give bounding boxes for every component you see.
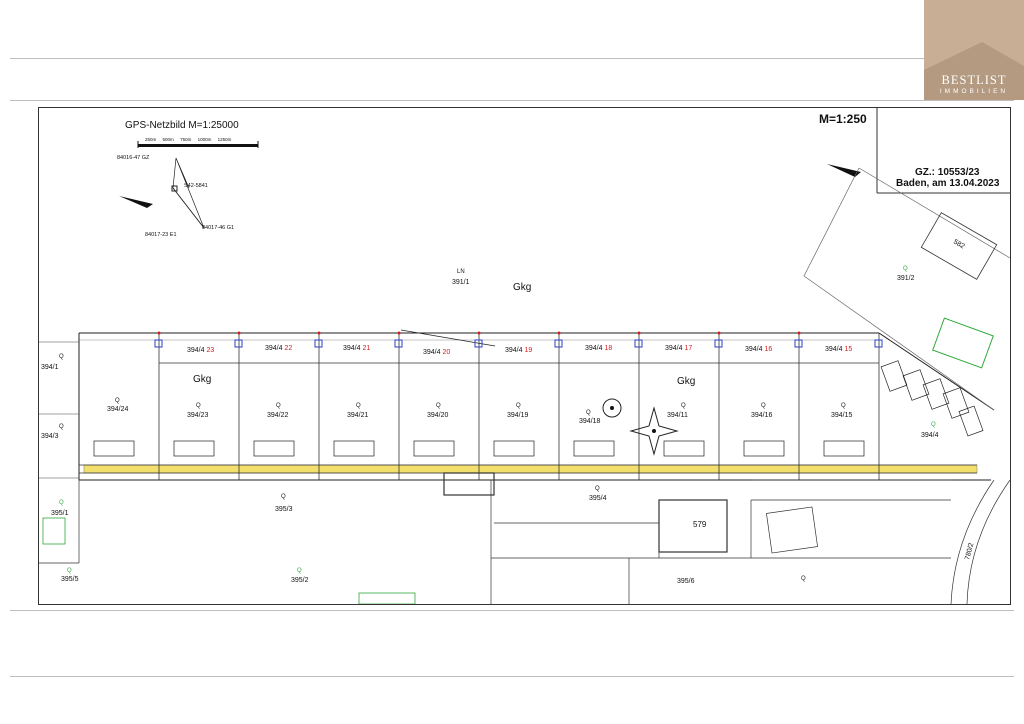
lot-5-number: 394/19 — [507, 412, 529, 419]
tree-symbol-395-2: Q — [297, 568, 302, 574]
parcel-394-3: 394/3 — [41, 433, 59, 440]
parcel-395-2: 395/2 — [291, 577, 309, 584]
gps-scale-bar-labels: 250m 500m 750m 1000m 1250m — [145, 137, 231, 142]
tree-symbol-394-3: Q — [59, 424, 64, 430]
logo-roof-icon — [924, 42, 1024, 100]
lot-394-24: 394/24 — [107, 406, 129, 413]
place-date: Baden, am 13.04.2023 — [896, 178, 1000, 189]
lot-8-tree-symbol: Q — [761, 403, 766, 409]
parcel-579: 579 — [693, 520, 707, 529]
tree-symbol-395-3: Q — [281, 494, 286, 500]
lot-7-number: 394/11 — [667, 412, 688, 419]
tree-symbol-395-5: Q — [67, 568, 72, 574]
scale-label-3: 750m — [180, 137, 192, 142]
lot-6-tree-symbol: Q — [586, 410, 591, 416]
parcel-391-1: 391/1 — [452, 279, 470, 286]
lot-1-top: 394/4 23 — [187, 347, 215, 354]
lot-1-number: 394/23 — [187, 412, 209, 419]
plan-drawing — [39, 108, 1010, 604]
scale-label-5: 1250m — [217, 137, 232, 142]
lot-9-tree-symbol: Q — [841, 403, 846, 409]
parcel-395-1: 395/1 — [51, 510, 69, 517]
lot-8-number: 394/16 — [751, 412, 773, 419]
lot-9-top: 394/4 15 — [825, 346, 853, 353]
lot-6-top: 394/4 18 — [585, 345, 613, 352]
lot-3-number: 394/21 — [347, 412, 369, 419]
gz-number: GZ.: 10553/23 — [915, 167, 980, 178]
parcel-394-4: 394/4 — [921, 432, 939, 439]
gps-point-1: 84016-47 GZ — [117, 155, 150, 161]
parcel-395-5: 395/5 — [61, 576, 79, 583]
plan-scale: M=1:250 — [819, 112, 867, 126]
parcel-395-6: 395/6 — [677, 578, 695, 585]
scale-label-1: 250m — [145, 137, 157, 142]
page-rule-bottom — [10, 610, 1014, 611]
lot-9-number: 394/15 — [831, 412, 853, 419]
tree-symbol-lower-right: Q — [801, 576, 806, 582]
tree-symbol-lot-24: Q — [115, 398, 120, 404]
lot-6-number: 394/18 — [579, 418, 601, 425]
logo-brand: BESTLIST — [941, 73, 1007, 87]
scale-label-4: 1000m — [197, 137, 212, 142]
page-rule-top — [10, 58, 1014, 59]
tree-symbol-395-4: Q — [595, 486, 600, 492]
lot-4-number: 394/20 — [427, 412, 449, 419]
lot-2-number: 394/22 — [267, 412, 289, 419]
parcel-395-4: 395/4 — [589, 495, 607, 502]
label-ln: LN — [457, 269, 465, 275]
tree-symbol-395-1: Q — [59, 500, 64, 506]
scale-label-2: 500m — [162, 137, 174, 142]
gps-point-3: 84017-23 E1 — [145, 232, 177, 238]
lot-3-top: 394/4 21 — [343, 345, 371, 352]
page-rule-mid — [10, 100, 1014, 101]
lot-5-tree-symbol: Q — [516, 403, 521, 409]
logo-subtitle: IMMOBILIEN — [939, 88, 1009, 95]
lot-7-top: 394/4 17 — [665, 345, 693, 352]
parcel-391-2: 391/2 — [897, 275, 915, 282]
lot-4-tree-symbol: Q — [436, 403, 441, 409]
gps-point-2: S42-5841 — [184, 183, 208, 189]
bestlist-logo: BESTLIST IMMOBILIEN — [924, 0, 1024, 100]
lot-1-tree-symbol: Q — [196, 403, 201, 409]
cadastral-plan-sheet: GPS-Netzbild M=1:25000 250m 500m 750m 10… — [38, 107, 1011, 605]
page-rule-footer — [10, 676, 1014, 677]
lot-5-top: 394/4 19 — [505, 347, 533, 354]
label-gkg-top: Gkg — [513, 282, 532, 293]
gps-point-4: 84017-46 G1 — [202, 225, 235, 231]
lot-3-tree-symbol: Q — [356, 403, 361, 409]
label-gkg-right: Gkg — [677, 376, 696, 387]
parcel-395-3: 395/3 — [275, 506, 293, 513]
lot-8-top: 394/4 16 — [745, 346, 773, 353]
parcel-394-1: 394/1 — [41, 364, 59, 371]
gps-net-title: GPS-Netzbild M=1:25000 — [125, 120, 239, 131]
label-gkg-left: Gkg — [193, 374, 212, 385]
lot-7-tree-symbol: Q — [681, 403, 686, 409]
lot-4-top: 394/4 20 — [423, 349, 451, 356]
lot-2-tree-symbol: Q — [276, 403, 281, 409]
tree-symbol-391-2: Q — [903, 266, 908, 272]
lot-2-top: 394/4 22 — [265, 345, 293, 352]
tree-symbol-394-4: Q — [931, 422, 936, 428]
tree-symbol-394-1: Q — [59, 354, 64, 360]
